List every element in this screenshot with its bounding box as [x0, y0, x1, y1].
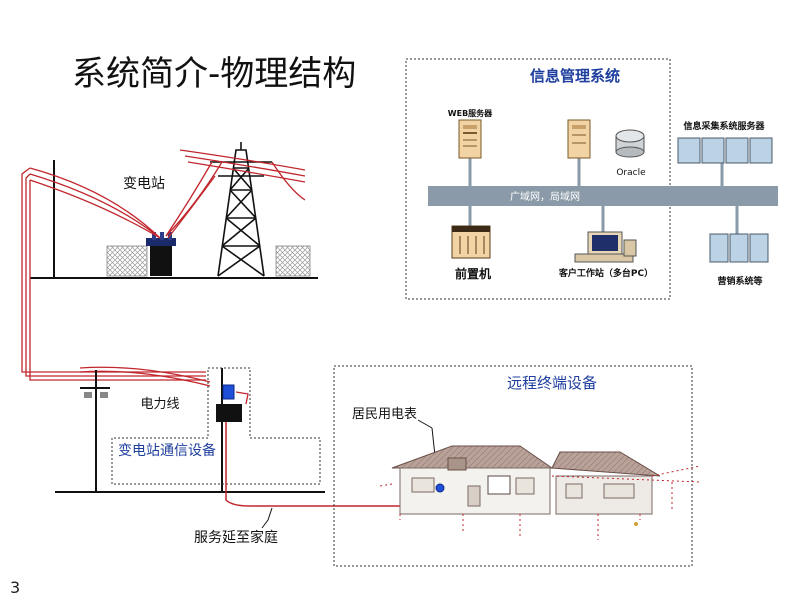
- substation-comm-label: 变电站通信设备: [118, 442, 216, 459]
- oracle-label: Oracle: [616, 168, 646, 178]
- fence-left: [106, 245, 148, 277]
- transmission-tower-icon: [210, 142, 272, 277]
- client-workstation-icon: [574, 231, 637, 263]
- page-title: 系统简介-物理结构: [72, 54, 357, 94]
- database-server-icon: [567, 119, 591, 159]
- power-line-label: 电力线: [140, 397, 179, 412]
- meter-icon: [435, 483, 445, 493]
- transformer-icon: [146, 232, 176, 276]
- collector-server-icon: [677, 137, 773, 164]
- substation-label: 变电站: [123, 176, 165, 192]
- tree-dot: [634, 522, 638, 526]
- web-server-label: WEB服务器: [448, 108, 493, 118]
- remote-terminal-title: 远程终端设备: [507, 374, 597, 392]
- feeder-line: [21, 167, 211, 387]
- substation-comm-frame: [111, 367, 321, 485]
- fence-right: [275, 245, 311, 277]
- network-bar: [428, 186, 778, 206]
- client-workstation-label: 客户工作站（多台PC）: [558, 267, 653, 279]
- info-management-system: 信息管理系统 广域网，局域网 WEB服务器 Oracle: [405, 58, 778, 300]
- property-lines: [379, 465, 701, 540]
- service-extension-label: 服务延至家庭: [194, 529, 278, 546]
- marketing-label: 营销系统等: [717, 275, 762, 287]
- info-system-title: 信息管理系统: [530, 67, 620, 85]
- meter-label: 居民用电表: [352, 407, 417, 422]
- marketing-system-icon: [709, 233, 769, 263]
- substation-scene: 变电站: [29, 142, 318, 279]
- web-server-icon: [458, 119, 482, 159]
- remote-terminal-group: 远程终端设备 居民用电表: [333, 365, 701, 567]
- page-number: 3: [10, 578, 21, 597]
- front-end-label: 前置机: [455, 266, 491, 281]
- info-system-frame: [405, 58, 671, 300]
- network-label: 广域网，局域网: [510, 190, 580, 203]
- oracle-database-icon: [615, 129, 645, 158]
- house-icon: [391, 445, 661, 515]
- comm-device-icon: [216, 384, 249, 422]
- remote-terminal-frame: [333, 365, 693, 567]
- distribution-pole-icon: [80, 370, 110, 492]
- front-end-machine-icon: [451, 225, 491, 259]
- power-cables: [29, 149, 306, 239]
- collector-server-label: 信息采集系统服务器: [683, 120, 765, 132]
